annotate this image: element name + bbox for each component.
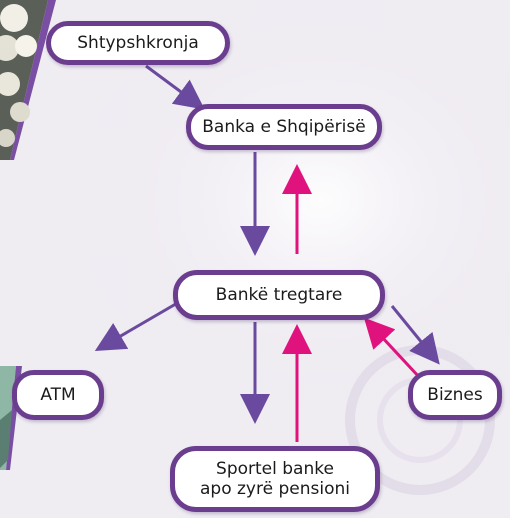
node-commercial-bank-label: Bankë tregtare (215, 285, 343, 305)
node-business-label: Biznes (427, 385, 483, 405)
node-atm: ATM (12, 370, 104, 420)
arrow-commercial-to-atm (94, 296, 187, 352)
node-business: Biznes (408, 370, 502, 420)
node-counter-label: Sportel banke apo zyrë pensioni (200, 459, 350, 499)
node-counter: Sportel banke apo zyrë pensioni (170, 446, 380, 512)
node-printing-house: Shtypshkronja (46, 21, 230, 65)
node-atm-label: ATM (40, 385, 76, 405)
arrow-business-to-commercial (363, 317, 422, 380)
node-printing-house-label: Shtypshkronja (77, 33, 199, 53)
node-commercial-bank: Bankë tregtare (173, 270, 385, 320)
coins-photo (0, 0, 56, 160)
arrow-commercial-to-business (390, 305, 440, 365)
arrow-printing-to-central (145, 64, 205, 110)
node-central-bank: Banka e Shqipërisë (186, 104, 382, 150)
node-central-bank-label: Banka e Shqipërisë (202, 117, 366, 137)
